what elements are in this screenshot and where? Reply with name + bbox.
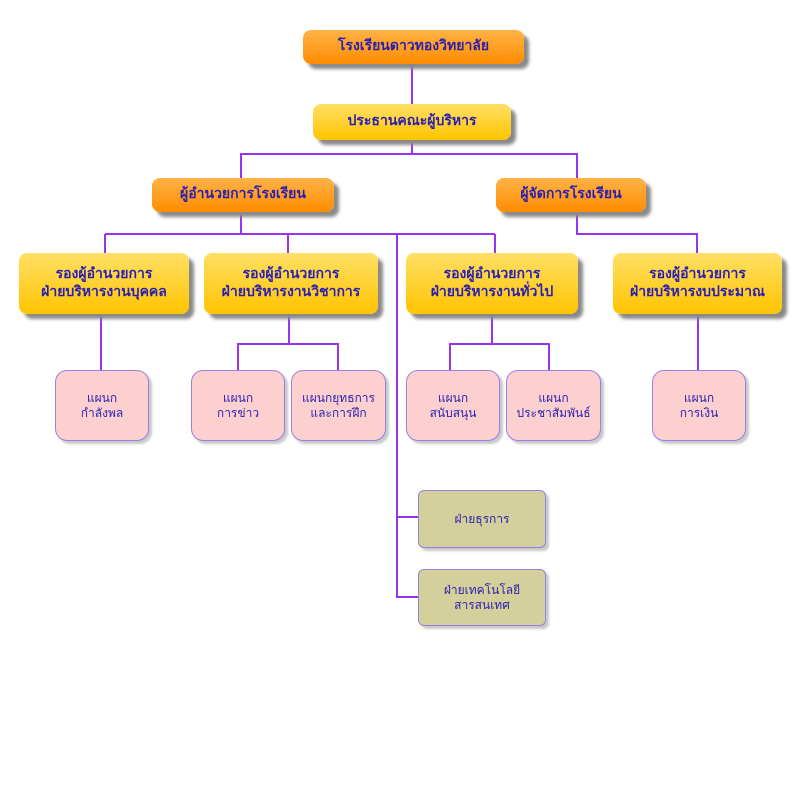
dept-name: และการฝึก xyxy=(310,405,367,420)
deputy-division: ฝ่ายบริหารงานทั่วไป xyxy=(430,283,554,300)
dept-finance-box: แผนก การเงิน xyxy=(652,370,746,441)
board-chairman-label: ประธานคณะผู้บริหาร xyxy=(347,113,477,130)
unit-administration-box: ฝ่ายธุรการ xyxy=(418,490,546,548)
board-chairman-box: ประธานคณะผู้บริหาร xyxy=(313,104,511,140)
dept-public-relations-box: แผนก ประชาสัมพันธ์ xyxy=(506,370,601,441)
dept-support-box: แผนก สนับสนุน xyxy=(406,370,500,441)
dept-title: แผนก xyxy=(683,390,715,405)
deputy-budget-box: รองผู้อำนวยการ ฝ่ายบริหารงบประมาณ xyxy=(613,253,782,314)
dept-name: ประชาสัมพันธ์ xyxy=(516,405,591,420)
manager-box: ผู้จัดการโรงเรียน xyxy=(496,178,646,212)
dept-title: แผนก xyxy=(437,390,469,405)
dept-title: แผนก xyxy=(538,390,569,405)
dept-title: แผนกยุทธการ xyxy=(302,390,375,405)
dept-intelligence-box: แผนก การข่าว xyxy=(191,370,285,441)
deputy-title: รองผู้อำนวยการ xyxy=(443,266,541,282)
dept-name: สนับสนุน xyxy=(429,405,477,420)
director-label: ผู้อำนวยการโรงเรียน xyxy=(180,186,306,203)
dept-name: การข่าว xyxy=(216,405,260,420)
director-box: ผู้อำนวยการโรงเรียน xyxy=(152,178,334,212)
school-name: โรงเรียนดาวทองวิทยาลัย xyxy=(337,38,490,55)
deputy-title: รองผู้อำนวยการ xyxy=(242,266,340,282)
dept-title: แผนก xyxy=(222,390,254,405)
deputy-division: ฝ่ายบริหารงานวิชาการ xyxy=(221,283,361,300)
deputy-personnel-box: รองผู้อำนวยการ ฝ่ายบริหารงานบุคคล xyxy=(19,253,189,314)
dept-name: กำลังพล xyxy=(80,405,124,420)
unit-information-technology-box: ฝ่ายเทคโนโลยี สารสนเทศ xyxy=(418,569,546,626)
unit-name-line2: สารสนเทศ xyxy=(454,597,510,612)
deputy-title: รองผู้อำนวยการ xyxy=(55,266,153,282)
dept-manpower-box: แผนก กำลังพล xyxy=(55,370,149,441)
dept-name: การเงิน xyxy=(679,405,719,420)
unit-name: ฝ่ายธุรการ xyxy=(454,511,510,526)
deputy-academic-box: รองผู้อำนวยการ ฝ่ายบริหารงานวิชาการ xyxy=(204,253,378,314)
unit-name: ฝ่ายเทคโนโลยี xyxy=(443,582,521,597)
deputy-title: รองผู้อำนวยการ xyxy=(649,266,746,282)
deputy-general-box: รองผู้อำนวยการ ฝ่ายบริหารงานทั่วไป xyxy=(406,253,578,314)
deputy-division: ฝ่ายบริหารงานบุคคล xyxy=(41,283,167,300)
manager-label: ผู้จัดการโรงเรียน xyxy=(520,186,622,203)
dept-operations-training-box: แผนกยุทธการ และการฝึก xyxy=(291,370,386,441)
deputy-division: ฝ่ายบริหารงบประมาณ xyxy=(629,283,765,300)
dept-title: แผนก xyxy=(86,390,118,405)
school-name-box: โรงเรียนดาวทองวิทยาลัย xyxy=(303,30,524,64)
